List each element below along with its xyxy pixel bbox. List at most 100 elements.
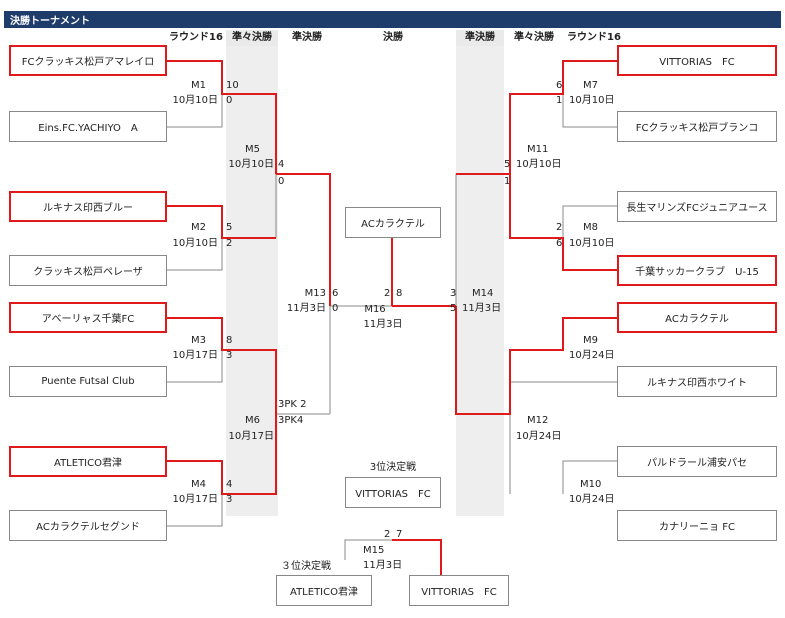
score: 5 [226,222,233,233]
score: 3PK 2 [278,399,307,410]
team-box[interactable]: ルキナス印西ブルー [9,191,167,222]
winner-path [276,173,331,306]
match-date: 10月10日 [569,95,615,106]
match-id: M10 [580,479,602,490]
score: 7 [396,529,403,540]
score: 6 [556,238,563,249]
team-name: ACカラクテル [665,314,729,325]
match-date: 10月24日 [569,350,615,361]
team-name: ATLETICO君津 [290,587,358,598]
team-box[interactable]: Puente Futsal Club [9,366,167,397]
bracket-connector [167,238,223,271]
score: 3 [450,288,457,299]
third-place-winner-box[interactable]: VITTORIAS FC [345,477,441,508]
header-qf-left: 準々決勝 [226,30,278,46]
team-name: VITTORIAS FC [421,587,497,598]
score: 1 [504,176,511,187]
team-box[interactable]: カナリーニョ FC [617,510,777,541]
winner-path [167,414,277,495]
match-id: M4 [191,479,206,490]
match-date: 11月3日 [363,560,403,571]
match-date: 11月3日 [462,303,502,314]
winner-path [456,60,617,175]
bracket-connector [344,539,392,560]
match-id: M9 [583,335,598,346]
third-place-team-right[interactable]: VITTORIAS FC [409,575,509,606]
team-box[interactable]: アベーリャス千葉FC [9,302,167,333]
winner-path [167,317,277,414]
match-id: M16 [364,304,386,315]
score: 0 [278,176,285,187]
team-box[interactable]: FCクラッキス松戸ブランコ [617,111,777,142]
match-date: 10月10日 [569,238,615,249]
team-name: 千葉サッカークラブ U-15 [635,267,759,278]
header-qf-right: 準々決勝 [514,32,554,43]
team-name: Puente Futsal Club [41,376,135,387]
team-name: カナリーニョ FC [659,522,735,533]
team-name: ルキナス印西ホワイト [647,378,747,389]
bracket-connector [167,494,223,527]
match-id: M6 [245,415,260,426]
score: 3PK4 [278,415,304,426]
score: 6 [332,288,339,299]
team-name: FCクラッキス松戸アマレイロ [21,57,155,68]
bracket-connector [562,94,617,128]
shade-qf-left [226,46,278,516]
team-name: Eins.FC.YACHIYO A [38,123,138,134]
match-date: 10月17日 [172,350,218,361]
team-name: アベーリャス千葉FC [41,314,135,325]
score: 1 [556,95,563,106]
team-box[interactable]: クラッキス松戸ペレーザ [9,255,167,286]
match-date: 10月10日 [172,238,218,249]
team-box[interactable]: ATLETICO君津 [9,446,167,477]
score: 2 [384,529,391,540]
bracket-connector [167,94,223,128]
team-name: パルドラール浦安パセ [647,458,747,469]
match-date: 10月24日 [516,431,562,442]
team-box[interactable]: 千葉サッカークラブ U-15 [617,255,777,286]
team-box[interactable]: パルドラール浦安パセ [617,446,777,477]
score: 2 [556,222,563,233]
match-date: 10月17日 [172,494,218,505]
team-box[interactable]: ACカラクテル [617,302,777,333]
title-bar: 決勝トーナメント [4,11,781,28]
score: 2 [226,238,233,249]
score: 0 [226,95,233,106]
team-box[interactable]: Eins.FC.YACHIYO A [9,111,167,142]
match-id: M14 [472,288,494,299]
team-name: ルキナス印西ブルー [43,203,133,214]
team-box[interactable]: FCクラッキス松戸アマレイロ [9,45,167,76]
match-id: M15 [363,545,385,556]
team-box[interactable]: VITTORIAS FC [617,45,777,76]
match-id: M5 [245,144,260,155]
header-sf-right: 準決勝 [456,30,504,46]
bracket-connector [562,460,617,494]
match-id: M13 [304,288,326,299]
score: 3 [226,494,233,505]
team-box[interactable]: ルキナス印西ホワイト [617,366,777,397]
bracket-connector [562,205,617,238]
header-sf-left: 準決勝 [292,32,322,43]
third-place-team-left[interactable]: ATLETICO君津 [276,575,372,606]
team-box[interactable]: 長生マリンズFCジュニアユース [617,191,777,222]
score: 8 [396,288,403,299]
final-winner-box[interactable]: ACカラクテル [345,207,441,238]
score: 2 [384,288,391,299]
score: 5 [450,303,457,314]
match-id: M7 [583,80,598,91]
team-name: ACカラクテルセグンド [36,522,140,533]
match-id: M11 [527,144,549,155]
team-name: 長生マリンズFCジュニアユース [626,203,768,214]
header-r16-right: ラウンド16 [567,32,621,43]
shade-sf-right [456,46,504,516]
team-box[interactable]: ACカラクテルセグンド [9,510,167,541]
match-date: 10月10日 [228,159,274,170]
header-r16-left: ラウンド16 [169,32,223,43]
bracket-connector [455,93,511,306]
third-place-label: ３位決定戦 [281,561,331,572]
winner-path [509,174,617,271]
team-name: FCクラッキス松戸ブランコ [635,123,759,134]
team-name: VITTORIAS FC [355,489,431,500]
match-id: M12 [527,415,549,426]
